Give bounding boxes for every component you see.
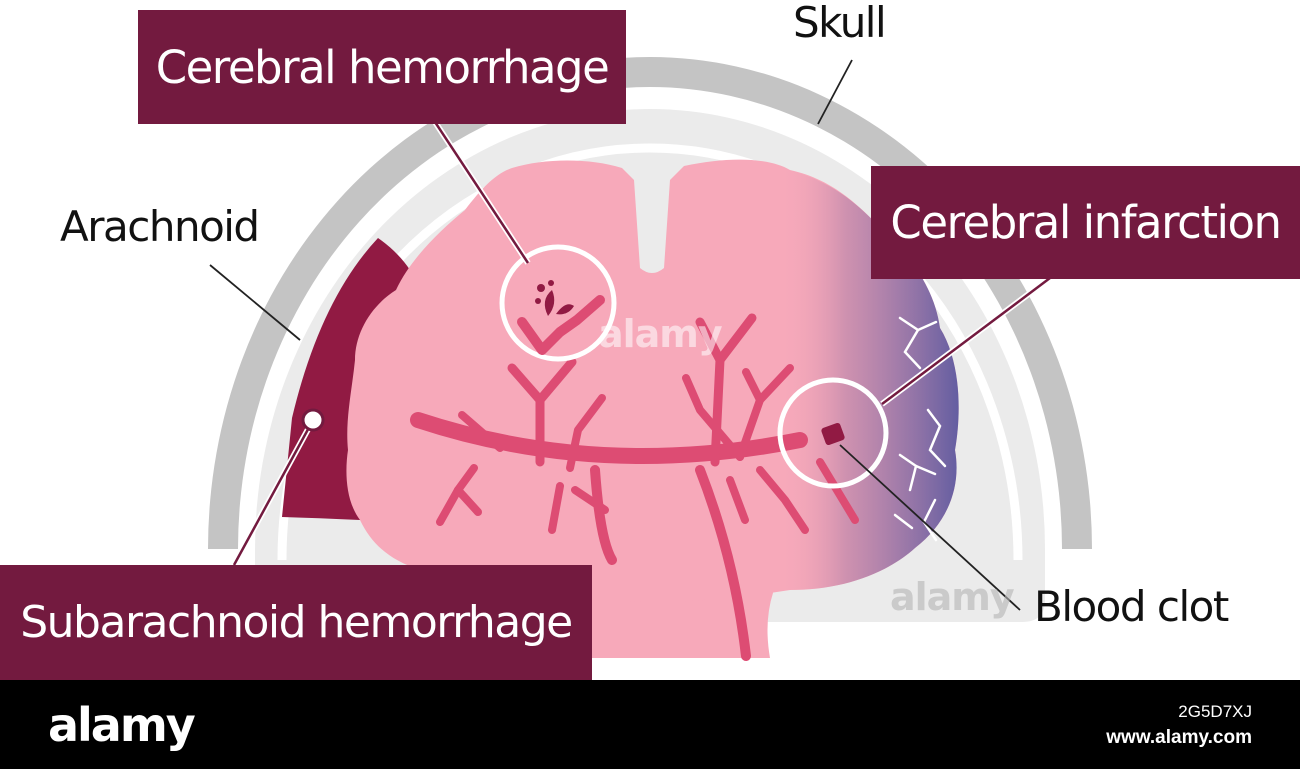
infarction-magnifier bbox=[777, 377, 889, 489]
leader-lines bbox=[209, 59, 1052, 611]
arachnoid-label: Arachnoid bbox=[60, 202, 260, 251]
cerebral-infarction-label: Cerebral infarction bbox=[871, 166, 1300, 279]
blood-clot-label: Blood clot bbox=[1034, 582, 1229, 631]
bleeding-drops bbox=[535, 280, 574, 316]
subarachnoid-hemorrhage-label: Subarachnoid hemorrhage bbox=[0, 565, 592, 680]
alamy-logo: alamy bbox=[48, 698, 196, 752]
infarct-cracks bbox=[893, 316, 947, 542]
watermark: alamy bbox=[598, 312, 723, 356]
site-url: www.alamy.com bbox=[1106, 727, 1252, 748]
hemorrhage-vessel-detail bbox=[517, 295, 605, 355]
blood-vessels bbox=[410, 313, 859, 661]
image-id: 2G5D7XJ bbox=[1178, 702, 1252, 721]
cerebral-hemorrhage-label: Cerebral hemorrhage bbox=[138, 10, 626, 124]
watermark: alamy bbox=[890, 575, 1015, 619]
skull-label: Skull bbox=[793, 0, 887, 47]
footer-bar: alamy 2G5D7XJ www.alamy.com bbox=[0, 680, 1300, 769]
blood-clot bbox=[821, 422, 845, 446]
brain-stroke-diagram bbox=[208, 57, 1092, 661]
